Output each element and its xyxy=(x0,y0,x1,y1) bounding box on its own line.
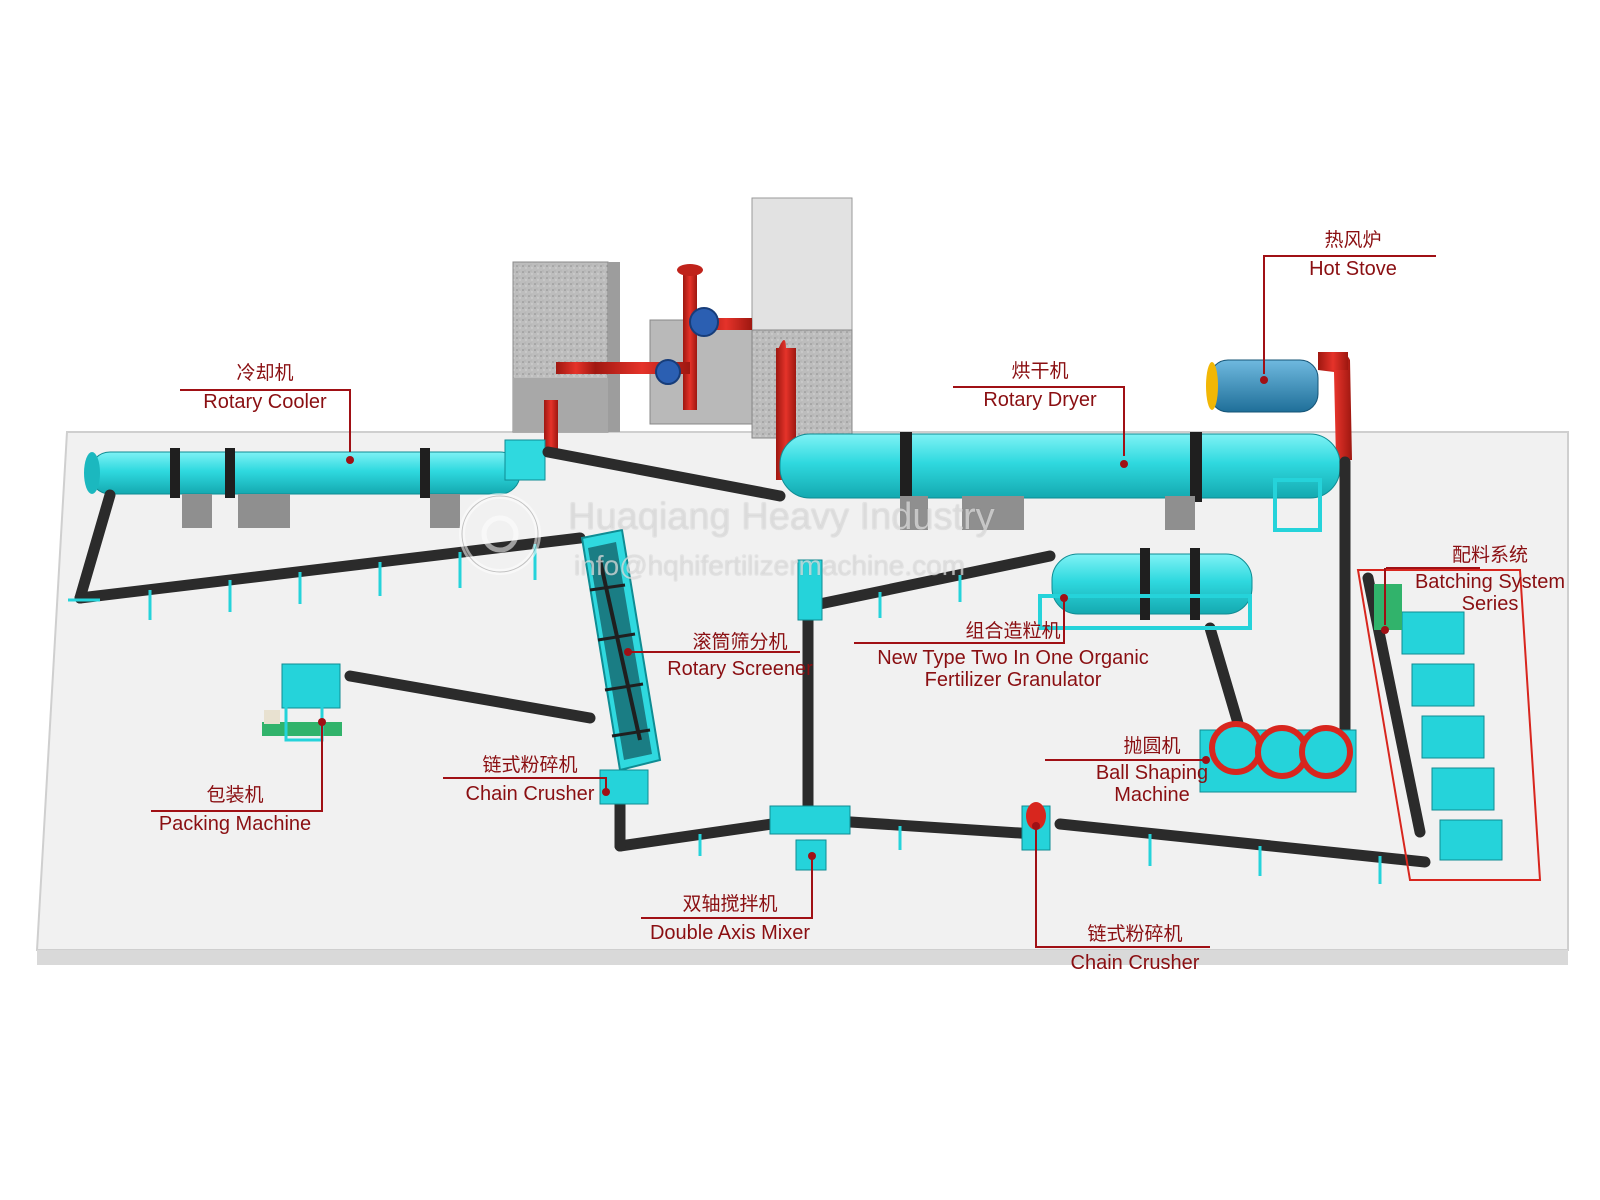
label-granulator: 组合造粒机 New Type Two In One Organic Fertil… xyxy=(848,621,1178,691)
label-chain-crusher-1-zh: 链式粉碎机 xyxy=(482,755,578,776)
watermark-company: Huaqiang Heavy Industry xyxy=(568,496,995,538)
label-batching-system-en2: Series xyxy=(1461,592,1519,615)
label-double-axis-mixer-zh: 双轴搅拌机 xyxy=(682,894,778,915)
label-ball-shaping-zh: 抛圆机 xyxy=(1123,736,1181,757)
label-granulator-zh: 组合造粒机 xyxy=(965,621,1061,642)
rotary-screener-unit xyxy=(580,528,662,805)
dust-chamber-building-right xyxy=(751,197,853,439)
label-granulator-en1: New Type Two In One Organic xyxy=(877,646,1149,669)
hot-stove-unit xyxy=(1206,352,1352,460)
ball-shaping-unit xyxy=(1199,721,1357,793)
label-rotary-screener-zh: 滚筒筛分机 xyxy=(692,632,788,653)
label-rotary-dryer: 烘干机 Rotary Dryer xyxy=(955,361,1125,411)
label-chain-crusher-2-en: Chain Crusher xyxy=(1070,951,1200,974)
label-double-axis-mixer: 双轴搅拌机 Double Axis Mixer xyxy=(630,894,830,944)
label-packing-machine-en: Packing Machine xyxy=(158,812,312,835)
label-double-axis-mixer-en: Double Axis Mixer xyxy=(649,921,811,944)
watermark-logo xyxy=(459,493,541,575)
label-rotary-cooler: 冷却机 Rotary Cooler xyxy=(180,363,350,413)
label-hot-stove-en: Hot Stove xyxy=(1309,257,1397,280)
dust-chamber-building-left xyxy=(512,261,620,433)
label-batching-system: 配料系统 Batching System Series xyxy=(1390,545,1590,615)
leader-lines xyxy=(151,255,1480,948)
label-granulator-en2: Fertilizer Granulator xyxy=(924,668,1102,691)
label-ball-shaping: 抛圆机 Ball Shaping Machine xyxy=(1062,736,1242,806)
label-hot-stove-zh: 热风炉 xyxy=(1324,230,1382,251)
label-packing-machine-zh: 包装机 xyxy=(206,785,264,806)
label-chain-crusher-2: 链式粉碎机 Chain Crusher xyxy=(1050,924,1220,974)
rotary-dryer-drum xyxy=(779,432,1341,532)
leader-line-dots xyxy=(318,376,1389,860)
label-chain-crusher-1-en: Chain Crusher xyxy=(465,782,595,805)
granulator-unit xyxy=(1038,548,1253,630)
label-batching-system-en1: Batching System xyxy=(1414,570,1566,593)
batching-system-unit xyxy=(1356,569,1542,881)
watermark-email: info@hqhifertilizermachine.com xyxy=(574,550,966,581)
label-chain-crusher-1: 链式粉碎机 Chain Crusher xyxy=(445,755,615,805)
label-chain-crusher-2-zh: 链式粉碎机 xyxy=(1087,924,1183,945)
rotary-cooler-drum xyxy=(84,439,546,528)
conveyor-supports xyxy=(68,544,1382,884)
label-rotary-cooler-en: Rotary Cooler xyxy=(203,390,327,413)
label-ball-shaping-en1: Ball Shaping xyxy=(1095,761,1209,784)
label-hot-stove: 热风炉 Hot Stove xyxy=(1270,230,1436,280)
label-rotary-screener: 滚筒筛分机 Rotary Screener xyxy=(655,632,825,680)
label-batching-system-zh: 配料系统 xyxy=(1451,545,1528,566)
conveyor-belts xyxy=(74,446,1431,868)
label-rotary-dryer-en: Rotary Dryer xyxy=(983,388,1097,411)
label-rotary-dryer-zh: 烘干机 xyxy=(1011,361,1069,382)
label-packing-machine: 包装机 Packing Machine xyxy=(140,785,330,835)
label-rotary-screener-en: Rotary Screener xyxy=(667,657,813,680)
label-ball-shaping-en2: Machine xyxy=(1114,783,1190,806)
label-rotary-cooler-zh: 冷却机 xyxy=(236,363,294,384)
